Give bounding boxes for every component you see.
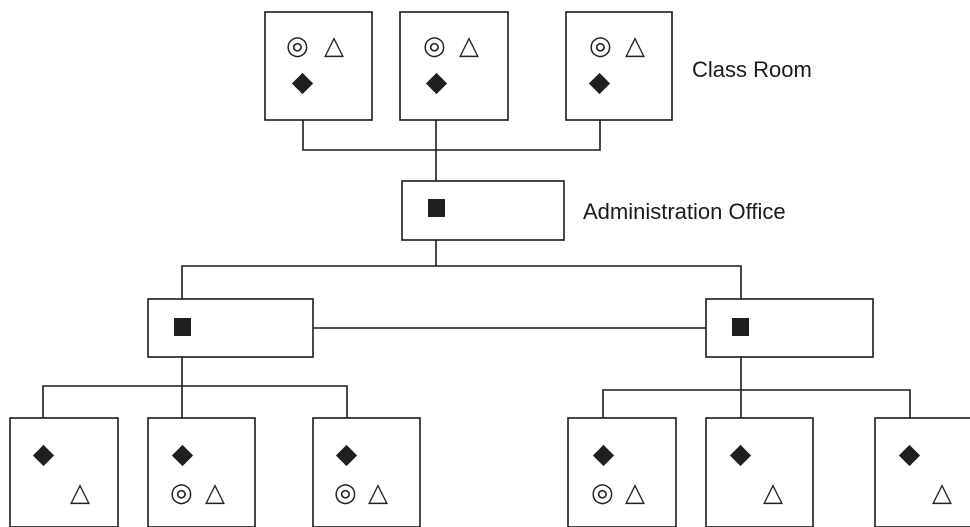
bottom-left-box-2: ◎ △ <box>147 417 256 527</box>
bottom-left-box-3: ◎ △ <box>312 417 421 527</box>
triangle-icon: △ <box>205 478 225 508</box>
wires <box>42 84 911 455</box>
terminal-node-diamond-icon <box>729 444 752 467</box>
double-circle-icon: ◎ <box>589 31 612 61</box>
triangle-icon: △ <box>368 478 388 508</box>
double-circle-icon: ◎ <box>423 31 446 61</box>
double-circle-icon: ◎ <box>170 478 193 508</box>
triangle-icon: △ <box>70 478 90 508</box>
bottom-right-box-1: ◎ △ <box>567 417 677 527</box>
triangle-icon: △ <box>324 31 344 61</box>
distribution-bus <box>181 265 742 328</box>
left-hub-box <box>147 298 314 358</box>
hub-node-square-icon <box>732 318 749 336</box>
terminal-node-diamond-icon <box>588 72 611 95</box>
right-hub-box <box>705 298 874 358</box>
bottom-right-box-2: △ <box>705 417 814 527</box>
terminal-node-diamond-icon <box>898 444 921 467</box>
triangle-icon: △ <box>625 31 645 61</box>
bottom-right-box-3: △ <box>874 417 970 527</box>
terminal-node-diamond-icon <box>592 444 615 467</box>
administration-office-box <box>401 180 565 241</box>
class-room-box-2: ◎ △ <box>399 11 509 121</box>
hub-node-square-icon <box>428 199 445 217</box>
bottom-left-box-1: △ <box>9 417 119 527</box>
hub-node-square-icon <box>174 318 191 336</box>
triangle-icon: △ <box>459 31 479 61</box>
triangle-icon: △ <box>625 478 645 508</box>
triangle-icon: △ <box>932 478 952 508</box>
class-room-box-3: ◎ △ <box>565 11 673 121</box>
class-room-box-1: ◎ △ <box>264 11 373 121</box>
class-room-label: Class Room <box>692 57 812 82</box>
double-circle-icon: ◎ <box>334 478 357 508</box>
triangle-icon: △ <box>763 478 783 508</box>
administration-office-label: Administration Office <box>583 199 786 224</box>
double-circle-icon: ◎ <box>591 478 614 508</box>
double-circle-icon: ◎ <box>286 31 309 61</box>
